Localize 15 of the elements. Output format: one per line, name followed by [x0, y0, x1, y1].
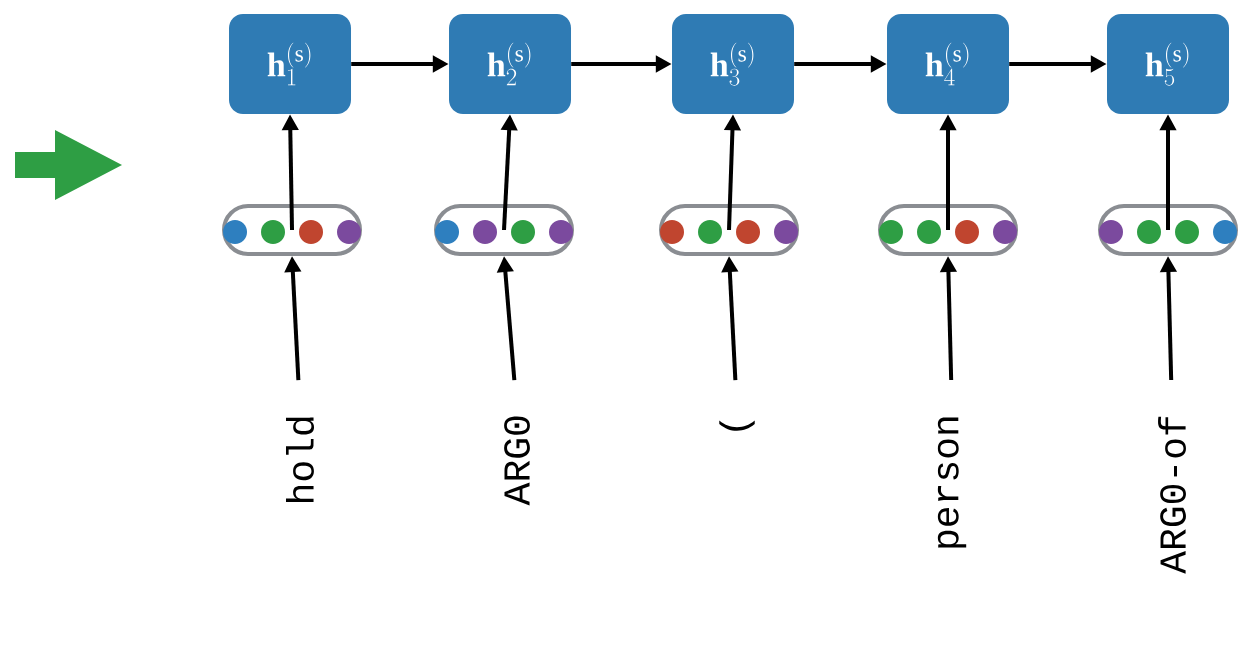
token-label: ARG0 — [504, 416, 530, 506]
state-box: $\mathbf{h}_5^{(\mathrm{s})}$ — [1107, 14, 1229, 114]
state-box: $\mathbf{h}_2^{(\mathrm{s})}$ — [449, 14, 571, 114]
embedding-pill — [434, 204, 574, 256]
token-label: ( — [719, 420, 755, 431]
token-label: person — [937, 417, 967, 548]
token-label: hold — [286, 417, 314, 502]
token-label: ARG0-of — [1158, 416, 1186, 574]
embedding-pill — [222, 204, 362, 256]
state-box: $\mathbf{h}_3^{(\mathrm{s})}$ — [672, 14, 794, 114]
state-box: $\mathbf{h}_1^{(\mathrm{s})}$ — [229, 14, 351, 114]
state-box: $\mathbf{h}_4^{(\mathrm{s})}$ — [887, 14, 1009, 114]
embedding-pill — [1098, 204, 1238, 256]
embedding-pill — [878, 204, 1018, 256]
embedding-pill — [659, 204, 799, 256]
